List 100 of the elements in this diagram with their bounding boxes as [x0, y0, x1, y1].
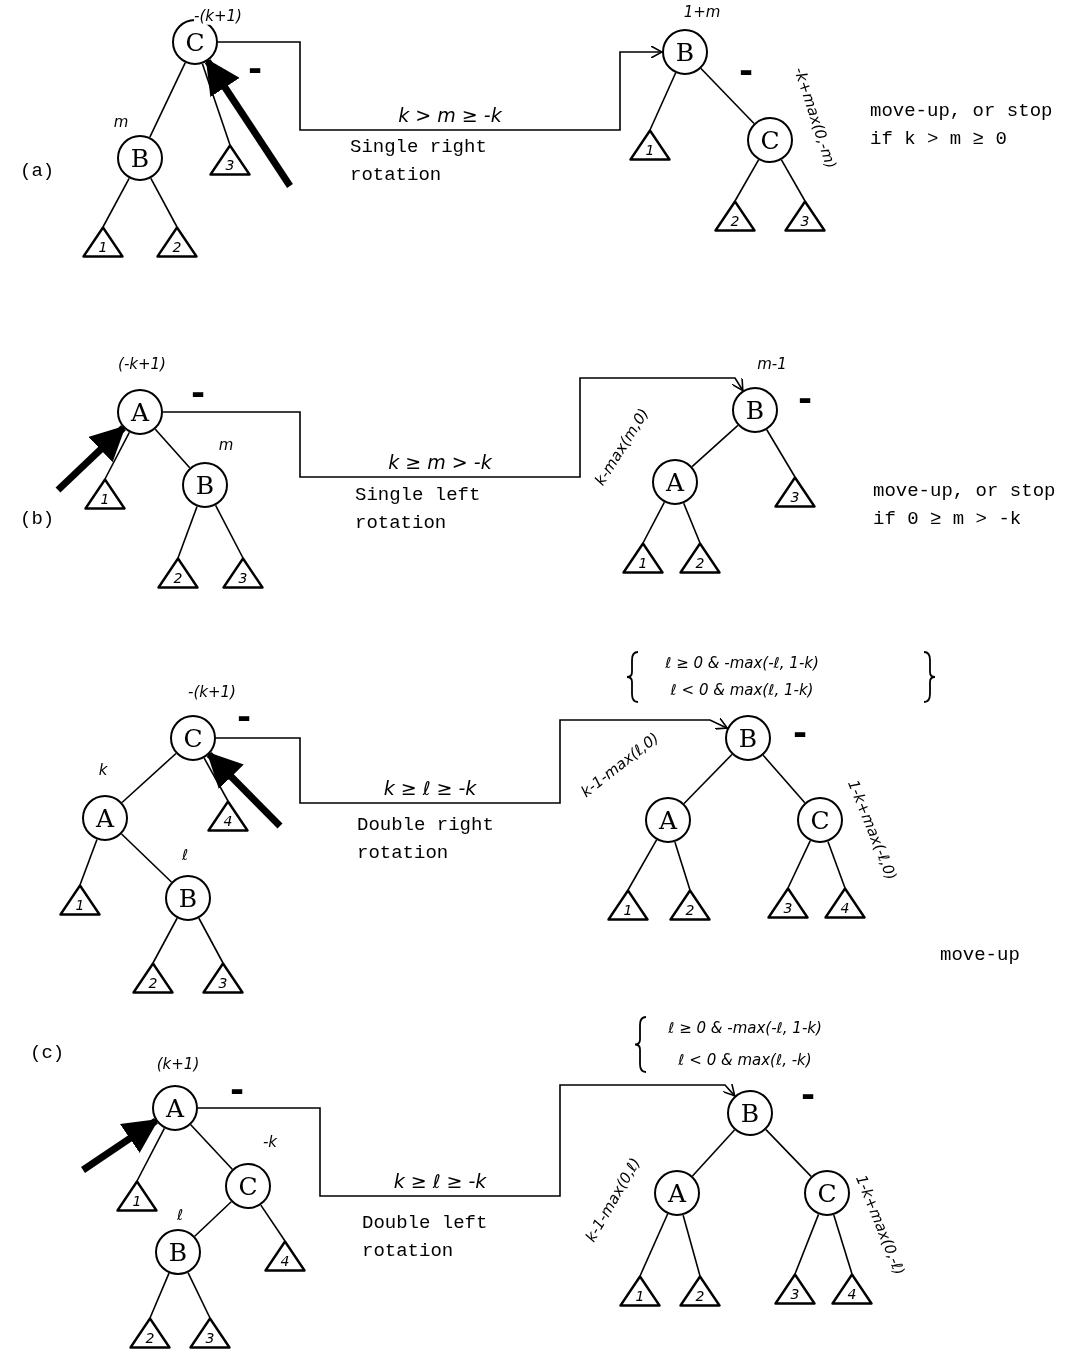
tree-edge-line [120, 833, 173, 883]
tree-edge-line [766, 428, 796, 478]
tree-node-circle [117, 389, 163, 435]
node-label: 4 [847, 1287, 857, 1301]
balance-mark: - [229, 1078, 245, 1100]
tree-node-circle [804, 1170, 850, 1216]
tree-node-circle [725, 715, 771, 761]
subtree-triangle [784, 200, 826, 232]
tree-edge-line [833, 1214, 853, 1275]
tree-edge-line [787, 840, 811, 889]
subtree-triangle [619, 1275, 661, 1307]
tree-node-circle [747, 117, 793, 163]
tree-edge-line [203, 757, 229, 802]
tree-edge-line [691, 424, 739, 468]
tree-edge-line [189, 1124, 234, 1170]
tree-edge-line [149, 1272, 170, 1319]
rotation-name: Single right rotation [350, 135, 488, 188]
node-label: 4 [280, 1254, 290, 1268]
node-label: C [238, 1173, 258, 1199]
subtree-triangle [767, 887, 809, 919]
balance-mark: - [792, 721, 808, 743]
rotation-name: Double left rotation [362, 1211, 489, 1264]
tree-edge-line [152, 917, 178, 964]
tree-node-circle [654, 1170, 700, 1216]
tree-node-circle [182, 462, 228, 508]
tree-edge-line [794, 1213, 820, 1275]
subtree-triangle [222, 557, 264, 589]
tree-edge-line [642, 501, 666, 544]
tree-edge-line [734, 159, 760, 202]
node-label: 3 [790, 490, 800, 504]
node-label: C [183, 725, 203, 751]
tree-node-circle [727, 1090, 773, 1136]
panel-label: (b) [20, 507, 56, 532]
node-label: A [665, 469, 685, 495]
node-label: 2 [145, 1331, 155, 1345]
node-label: A [658, 807, 678, 833]
rotation-name: Single left rotation [355, 483, 482, 536]
node-label: 1 [132, 1194, 142, 1208]
panel-label: (a) [20, 159, 56, 184]
tree-edge-line [683, 753, 733, 805]
node-label: 3 [225, 158, 235, 172]
arrow [81, 1117, 159, 1173]
tree-edge-line [639, 1213, 669, 1277]
tree-node-circle [732, 387, 778, 433]
tree-edge-line [193, 1201, 233, 1237]
subtree-triangle [669, 889, 711, 921]
subtree-triangle [824, 887, 866, 919]
note-text: move-up [940, 943, 1021, 968]
arrow [217, 41, 663, 131]
tree-edge-line [79, 838, 98, 886]
tree-node-circle [225, 1163, 271, 1209]
arrow [204, 58, 293, 188]
node-label: C [185, 29, 205, 55]
subtree-triangle [202, 962, 244, 994]
node-label: B [195, 472, 215, 498]
annotation-text: ℓ < 0 & max(ℓ, 1-k) [670, 681, 814, 699]
subtree-triangle [679, 542, 721, 574]
note-text: move-up, or stop if k > m ≥ 0 [870, 99, 1054, 152]
balance-mark: - [247, 57, 263, 79]
node-label: 1 [645, 143, 655, 157]
node-label: A [667, 1180, 687, 1206]
tree-node-circle [82, 795, 128, 841]
tree-node-circle [117, 135, 163, 181]
node-label: 2 [172, 240, 182, 254]
tree-edge-line [691, 1129, 736, 1177]
node-label: 1 [635, 1289, 645, 1303]
tree-node-circle [797, 797, 843, 843]
subtree-triangle [209, 144, 251, 176]
tree-edge-line [762, 754, 806, 804]
annotation-text: (k+1) [156, 1055, 200, 1073]
subtree-triangle [774, 1273, 816, 1305]
node-label: 1 [638, 556, 648, 570]
tree-node-circle [662, 29, 708, 75]
annotation-text: ℓ < 0 & max(ℓ, -k) [678, 1051, 812, 1069]
node-label: 3 [205, 1331, 215, 1345]
node-label: B [675, 39, 695, 65]
tree-node-circle [170, 715, 216, 761]
balance-mark: - [236, 705, 252, 727]
subtree-triangle [831, 1273, 873, 1305]
tree-edge-line [827, 840, 846, 889]
balance-mark: - [190, 381, 206, 403]
balance-mark: - [738, 59, 754, 81]
node-label: C [817, 1180, 837, 1206]
node-label: 3 [218, 976, 228, 990]
subtree-triangle [82, 226, 124, 258]
annotation-text: ℓ ≥ 0 & -max(-ℓ, 1-k) [665, 654, 819, 672]
node-label: 2 [148, 976, 158, 990]
tree-edge-line [700, 67, 755, 125]
tree-node-circle [152, 1085, 198, 1131]
tree-edge-line [187, 1271, 211, 1319]
node-label: B [168, 1239, 188, 1265]
node-label: C [810, 807, 830, 833]
arrow [197, 1082, 736, 1197]
node-label: A [95, 805, 115, 831]
node-label: B [745, 397, 765, 423]
tree-edge-line [674, 841, 691, 891]
node-label: A [130, 399, 150, 425]
tree-edge-line [765, 1128, 812, 1178]
annotation-text: ℓ ≥ 0 & -max(-ℓ, 1-k) [668, 1019, 822, 1037]
tree-edge-line [102, 177, 130, 228]
